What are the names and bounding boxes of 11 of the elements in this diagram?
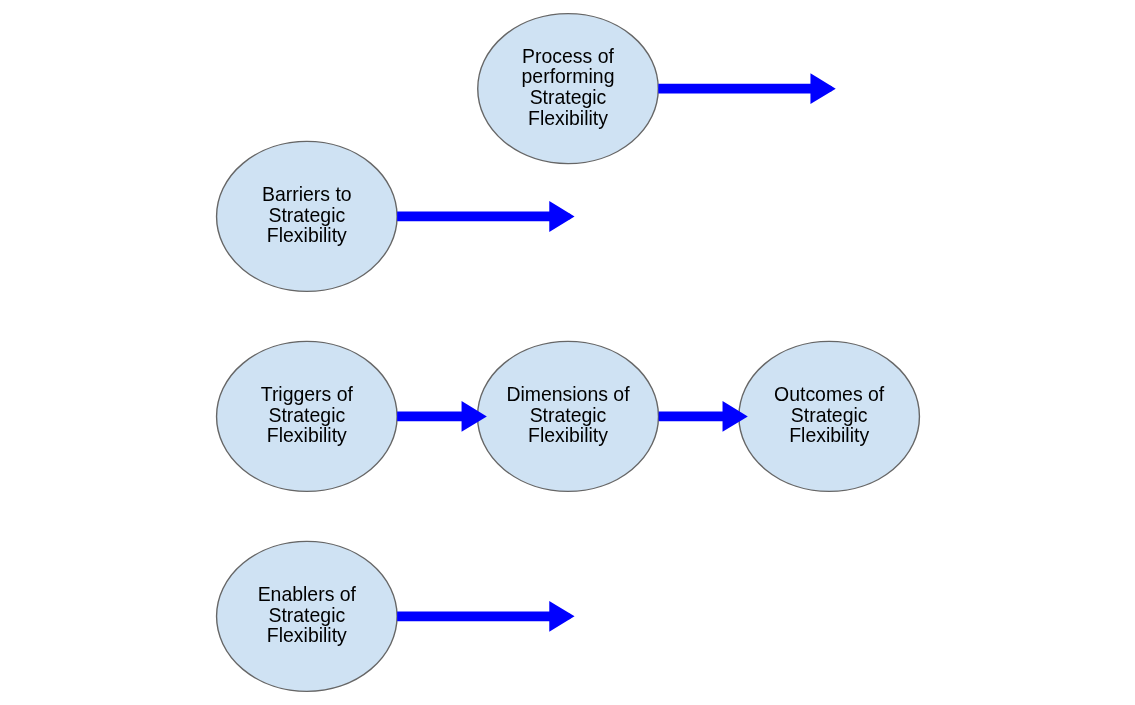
- arrow: [396, 400, 487, 432]
- node-ellipse: Process of performing Strategic Flexibility: [476, 12, 659, 165]
- arrow: [657, 73, 836, 105]
- arrow: [658, 400, 748, 432]
- node-ellipse: Enablers of Strategic Flexibility: [215, 540, 398, 693]
- arrow: [396, 200, 575, 232]
- node-ellipse: Triggers of Strategic Flexibility: [215, 340, 398, 493]
- arrow: [396, 600, 575, 632]
- node-ellipse: Dimensions of Strategic Flexibility: [476, 340, 659, 493]
- node-ellipse: Outcomes of Strategic Flexibility: [737, 340, 920, 493]
- node-ellipse: Barriers to Strategic Flexibility: [215, 140, 398, 293]
